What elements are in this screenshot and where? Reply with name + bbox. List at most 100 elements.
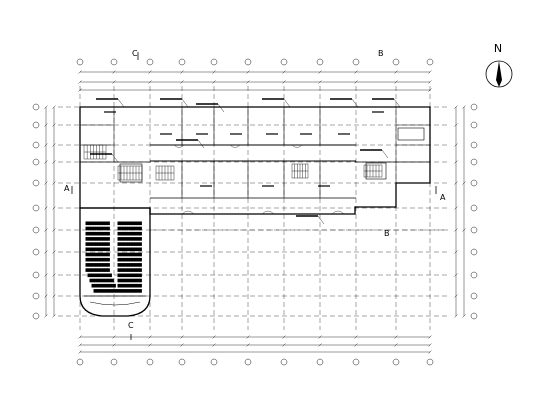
seat-right xyxy=(129,252,133,257)
callout-leader xyxy=(181,98,189,108)
seat-left xyxy=(113,283,116,288)
dimension-tick xyxy=(354,80,358,84)
dimension-tick xyxy=(148,343,152,347)
seat-left xyxy=(108,283,112,288)
seat-left xyxy=(92,237,96,241)
dimension-tick xyxy=(428,70,432,74)
seat-left xyxy=(103,278,107,283)
seat-right xyxy=(124,273,128,278)
axis-bubble-top xyxy=(316,58,324,66)
seat-left xyxy=(85,242,89,246)
annotation-callouts xyxy=(90,98,401,225)
seat-left xyxy=(105,289,109,293)
dimension-tick xyxy=(44,228,48,232)
dimension-tick xyxy=(212,343,216,347)
seat-left xyxy=(95,263,98,267)
seat-right xyxy=(127,226,130,231)
dimension-tick xyxy=(52,294,56,298)
seat-left xyxy=(92,221,96,226)
seat-right xyxy=(131,289,135,293)
seat-right xyxy=(131,252,135,257)
dimension-tick xyxy=(52,123,56,127)
seat-left xyxy=(99,226,103,231)
seat-left xyxy=(91,278,95,283)
dimension-tick xyxy=(282,343,286,347)
axis-bubble-top xyxy=(244,58,252,66)
dimension-tick xyxy=(212,335,216,339)
seat-left xyxy=(104,226,108,231)
seat-left xyxy=(115,289,118,293)
dimension-tick xyxy=(282,335,286,339)
seat-left xyxy=(97,242,101,246)
axis-bubble-left xyxy=(32,204,40,212)
section-cut-markers xyxy=(71,52,437,340)
seat-left xyxy=(90,257,94,262)
seat-left xyxy=(107,237,110,241)
stairwells xyxy=(83,144,383,181)
seat-right xyxy=(122,247,126,252)
seat-left xyxy=(99,237,103,241)
dimension-tick xyxy=(78,88,82,92)
dimension-tick xyxy=(428,335,432,339)
seat-left xyxy=(90,221,94,226)
seat-left xyxy=(90,231,94,236)
seat-left xyxy=(112,289,116,293)
seat-right xyxy=(122,231,126,236)
seat-left xyxy=(100,289,104,293)
seat-right xyxy=(124,283,128,288)
callout-leader xyxy=(197,139,205,149)
seat-left xyxy=(85,268,89,272)
axis-bubble-left xyxy=(32,312,40,320)
dimension-tick xyxy=(44,314,48,318)
room-outline xyxy=(397,127,425,141)
axis-bubble-top xyxy=(110,58,118,66)
dimension-tick xyxy=(246,70,250,74)
seat-left xyxy=(92,273,96,278)
dimension-tick xyxy=(428,350,432,354)
axis-bubble-right xyxy=(470,226,478,234)
seat-left xyxy=(92,226,96,231)
seat-right xyxy=(127,257,130,262)
seat-right xyxy=(119,252,123,257)
seat-right xyxy=(122,289,126,293)
dimension-tick xyxy=(318,80,322,84)
seat-left xyxy=(104,252,108,257)
section-label-a-left: A xyxy=(64,184,70,193)
seat-right xyxy=(136,273,140,278)
seat-left xyxy=(85,226,89,231)
dimension-tick xyxy=(282,70,286,74)
seat-right xyxy=(127,268,130,272)
dimension-tick xyxy=(112,70,116,74)
stage-edge xyxy=(89,301,141,306)
lecture-hall-outline xyxy=(79,207,151,317)
seat-left xyxy=(94,273,98,278)
dimension-tick xyxy=(394,335,398,339)
seat-left xyxy=(109,273,112,278)
dimension-tick xyxy=(354,70,358,74)
seat-right xyxy=(134,221,138,226)
seat-left xyxy=(102,242,106,246)
seat-left xyxy=(104,268,108,272)
axis-bubble-bottom xyxy=(178,358,186,366)
seat-right xyxy=(131,273,135,278)
seat-right xyxy=(139,283,142,288)
seat-left xyxy=(104,221,108,226)
seat-right xyxy=(131,242,135,246)
seat-right xyxy=(129,289,133,293)
lecture-hall xyxy=(79,207,151,317)
dimension-tick xyxy=(462,228,466,232)
north-arrow-pointer xyxy=(496,61,502,87)
seat-right xyxy=(119,226,123,231)
seat-left xyxy=(106,273,110,278)
seat-right xyxy=(131,221,135,226)
dimension-tick xyxy=(462,105,466,109)
seat-left xyxy=(87,252,91,257)
seat-left xyxy=(103,289,106,293)
room-partitions xyxy=(80,107,430,198)
seat-right xyxy=(124,289,128,293)
seat-right xyxy=(119,247,123,252)
axis-bubble-top xyxy=(392,58,400,66)
seat-right xyxy=(139,242,142,246)
dimension-tick xyxy=(112,335,116,339)
dimension-tick xyxy=(78,343,82,347)
